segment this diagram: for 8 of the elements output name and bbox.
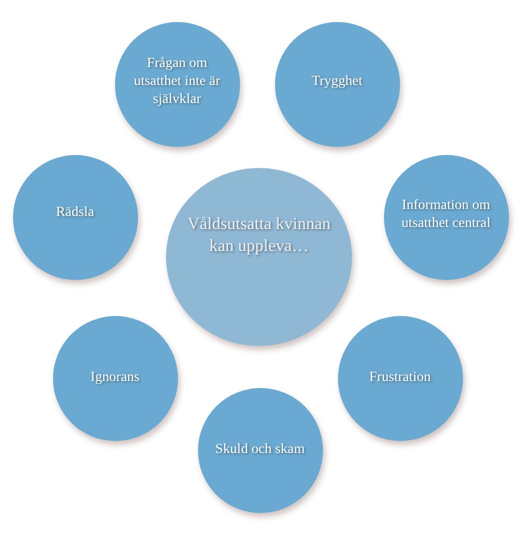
- node-text: Frustration: [369, 368, 431, 387]
- node-text: Frågan om utsatthet inte är självklar: [132, 54, 222, 110]
- node-text: Rädsla: [56, 204, 94, 222]
- node-text: Trygghet: [312, 72, 362, 91]
- node-text: Information om utsatthet central: [400, 196, 492, 233]
- node-text: Våldsutsatta kvinnan kan uppleva…: [186, 212, 332, 257]
- node-text: Ignorans: [90, 368, 140, 387]
- node-text: Skuld och skam: [215, 440, 305, 459]
